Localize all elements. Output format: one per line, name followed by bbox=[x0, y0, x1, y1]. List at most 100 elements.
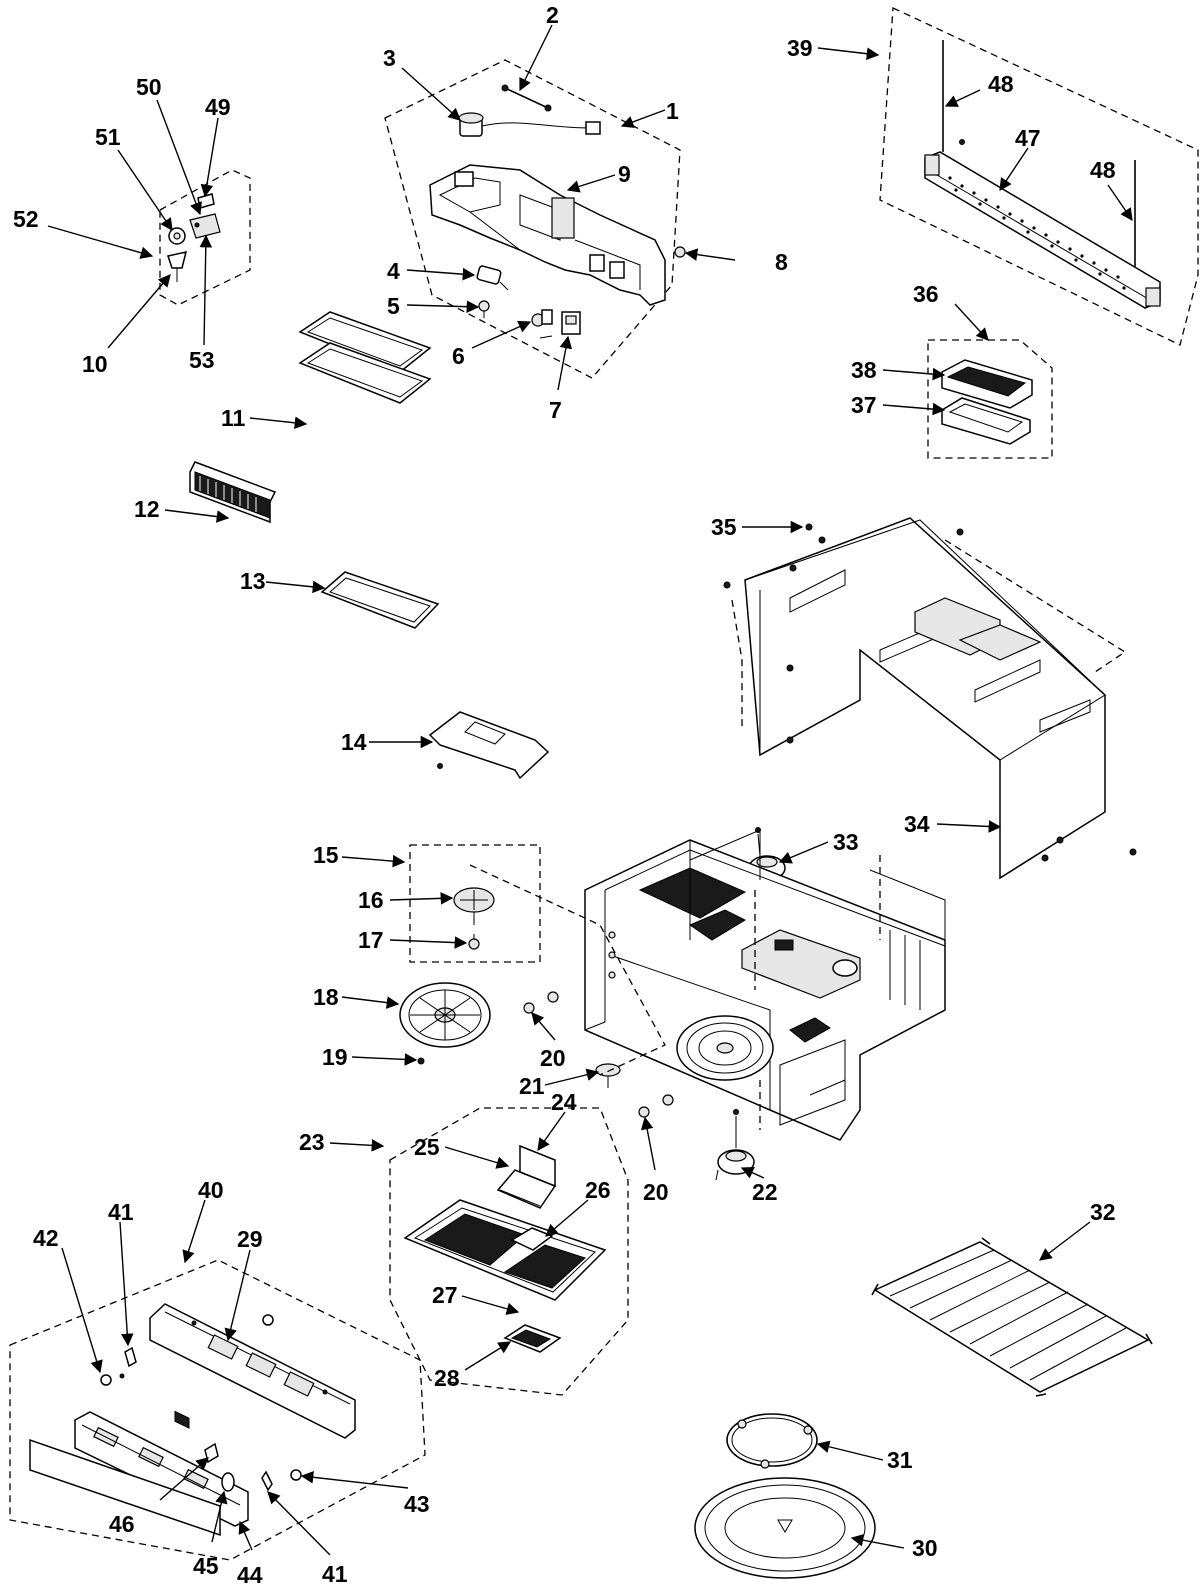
leader-45 bbox=[211, 1490, 228, 1543]
part-37-38-vent-damper bbox=[941, 359, 1033, 445]
part-3-switch-harness bbox=[458, 112, 601, 137]
part-30-glass-tray bbox=[694, 1477, 876, 1579]
leader-39 bbox=[817, 47, 880, 60]
leader-41b bbox=[267, 1491, 331, 1556]
part-11-charcoal-filters bbox=[298, 311, 432, 404]
callout-24: 24 bbox=[551, 1089, 577, 1115]
leader-18 bbox=[341, 996, 400, 1009]
callout-41b: 41 bbox=[322, 1561, 348, 1587]
leader-5 bbox=[406, 300, 480, 313]
callout-30: 30 bbox=[912, 1535, 938, 1561]
callout-23: 23 bbox=[299, 1129, 325, 1155]
leader-34 bbox=[936, 820, 1002, 833]
part-4-switch bbox=[476, 265, 509, 291]
callout-8: 8 bbox=[775, 249, 788, 275]
callout-20b: 20 bbox=[643, 1179, 669, 1205]
callout-39: 39 bbox=[787, 35, 813, 61]
leader-20a bbox=[531, 1012, 556, 1041]
part-26-vent-panel bbox=[403, 1199, 607, 1301]
leader-17 bbox=[389, 936, 468, 949]
leader-48a bbox=[944, 89, 981, 107]
part-22-turntable-motor bbox=[715, 1109, 755, 1181]
callout-3: 3 bbox=[383, 45, 396, 71]
callout-29: 29 bbox=[237, 1226, 263, 1252]
part-49-53-switch-cluster bbox=[167, 193, 221, 282]
callout-50: 50 bbox=[136, 74, 162, 100]
callout-15: 15 bbox=[313, 842, 339, 868]
part-41-46-small-parts bbox=[100, 1346, 302, 1492]
part-12-vent-grille bbox=[189, 461, 277, 524]
leader-22 bbox=[740, 1166, 765, 1179]
leader-42 bbox=[61, 1247, 103, 1374]
callout-13: 13 bbox=[240, 568, 266, 594]
part-20-screws-lower bbox=[638, 1094, 674, 1118]
leader-26 bbox=[545, 1199, 589, 1237]
part-19-screw bbox=[417, 1057, 425, 1065]
callout-19: 19 bbox=[322, 1044, 348, 1070]
callout-6: 6 bbox=[452, 343, 465, 369]
leader-51 bbox=[117, 149, 173, 232]
part-20-screws-upper bbox=[523, 991, 559, 1014]
leader-7 bbox=[557, 335, 573, 391]
part-13-grease-filter bbox=[320, 571, 440, 629]
callout-41a: 41 bbox=[108, 1199, 134, 1225]
leader-13 bbox=[265, 580, 326, 594]
part-44-display-panel bbox=[74, 1411, 249, 1527]
part-18-stirrer-cover bbox=[399, 982, 491, 1048]
callout-7: 7 bbox=[549, 397, 562, 423]
part-21-coupler bbox=[595, 1063, 621, 1088]
callout-38: 38 bbox=[851, 357, 877, 383]
leader-38 bbox=[882, 367, 946, 381]
part-5-screw bbox=[478, 300, 490, 318]
part-17-screw bbox=[468, 934, 480, 950]
leader-28 bbox=[464, 1341, 512, 1371]
callout-17: 17 bbox=[358, 927, 384, 953]
callout-44: 44 bbox=[237, 1562, 263, 1588]
callout-27: 27 bbox=[432, 1282, 458, 1308]
leader-31 bbox=[816, 1440, 884, 1461]
leader-47 bbox=[999, 147, 1029, 192]
callout-45: 45 bbox=[193, 1553, 219, 1579]
callout-4: 4 bbox=[387, 258, 400, 284]
callout-25: 25 bbox=[414, 1134, 440, 1160]
callout-10: 10 bbox=[82, 351, 108, 377]
callout-labels: 1 2 3 4 5 6 7 8 9 10 11 12 13 14 15 16 1… bbox=[13, 2, 1116, 1588]
assembly-23-outline bbox=[389, 1107, 629, 1396]
leader-6 bbox=[471, 320, 532, 349]
callout-47: 47 bbox=[1015, 125, 1041, 151]
callout-20a: 20 bbox=[540, 1045, 566, 1071]
leader-32 bbox=[1038, 1221, 1091, 1261]
part-32-wire-rack bbox=[871, 1237, 1153, 1397]
leader-25 bbox=[444, 1146, 510, 1169]
callout-1: 1 bbox=[666, 98, 679, 124]
part-latch-bracket bbox=[429, 164, 666, 306]
part-27-28-cover bbox=[503, 1324, 562, 1353]
assembly-39-outline bbox=[879, 7, 1199, 346]
part-8-screw bbox=[674, 246, 686, 258]
leader-41a bbox=[119, 1221, 134, 1347]
part-29-control-panel-frame bbox=[149, 1303, 356, 1439]
group-outlines bbox=[9, 7, 1199, 1561]
callout-51: 51 bbox=[95, 124, 121, 150]
part-6-switch bbox=[531, 309, 553, 327]
callout-28: 28 bbox=[434, 1365, 460, 1391]
assembly-50-outline bbox=[159, 169, 251, 306]
callout-53: 53 bbox=[189, 347, 215, 373]
callout-11: 11 bbox=[221, 405, 246, 431]
callout-34: 34 bbox=[904, 811, 930, 837]
callout-14: 14 bbox=[341, 729, 367, 755]
part-35-screws bbox=[723, 523, 1137, 856]
callout-48b: 48 bbox=[1090, 157, 1116, 183]
callout-46: 46 bbox=[109, 1511, 135, 1537]
leader-20b bbox=[640, 1116, 656, 1171]
leader-46 bbox=[159, 1457, 209, 1501]
leader-36 bbox=[954, 303, 989, 341]
callout-18: 18 bbox=[313, 984, 339, 1010]
callout-32: 32 bbox=[1090, 1199, 1116, 1225]
callout-9: 9 bbox=[618, 161, 631, 187]
part-16-stirrer-blade bbox=[453, 887, 495, 925]
callout-21: 21 bbox=[519, 1073, 545, 1099]
leader-40 bbox=[182, 1199, 206, 1264]
leader-15 bbox=[341, 854, 406, 868]
